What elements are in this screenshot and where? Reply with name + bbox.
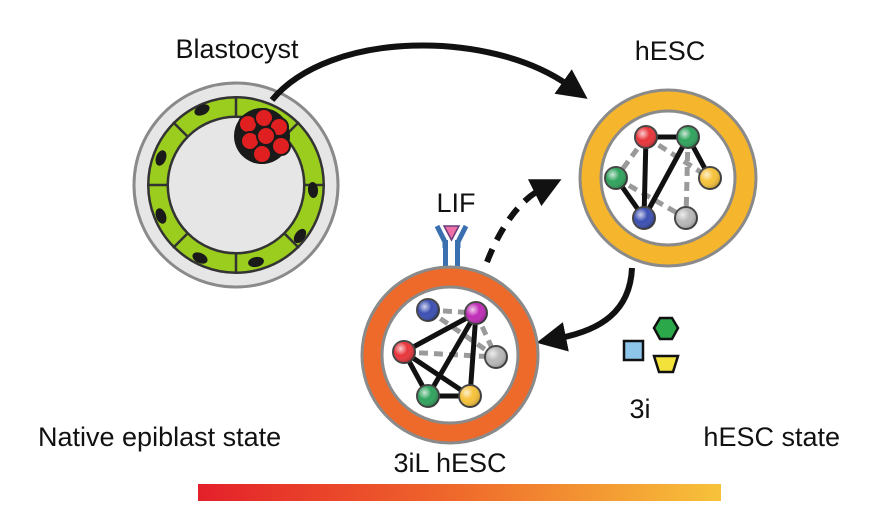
hesc-to-3il-arrow (536, 267, 635, 352)
lif-label: LIF (436, 188, 475, 218)
blastocyst-to-hesc-arrow (269, 42, 588, 102)
native-epiblast-state-label: Native epiblast state (38, 422, 281, 452)
hesc-state-label: hESC state (703, 422, 840, 452)
inner-cell-mass (234, 108, 291, 164)
lif-ligand-icon (442, 225, 461, 242)
blastocyst-label: Blastocyst (175, 34, 299, 64)
3i-inhibitors-icon (622, 316, 680, 374)
inhibitor-square-icon (622, 339, 645, 362)
blastocyst-illustration (132, 81, 340, 289)
hesc-cell (578, 88, 758, 268)
inhibitor-hexagon-icon (652, 316, 680, 341)
3i-label: 3i (629, 394, 650, 424)
hesc-label: hESC (635, 36, 706, 66)
3il-hesc-cell (360, 265, 540, 445)
inhibitor-trapezoid-icon (652, 354, 680, 374)
lif-receptor-icon (434, 224, 469, 276)
3il-hesc-label: 3iL hESC (393, 448, 506, 478)
state-gradient-bar (198, 484, 721, 501)
3il-to-hesc-dashed-arrow (484, 179, 562, 264)
